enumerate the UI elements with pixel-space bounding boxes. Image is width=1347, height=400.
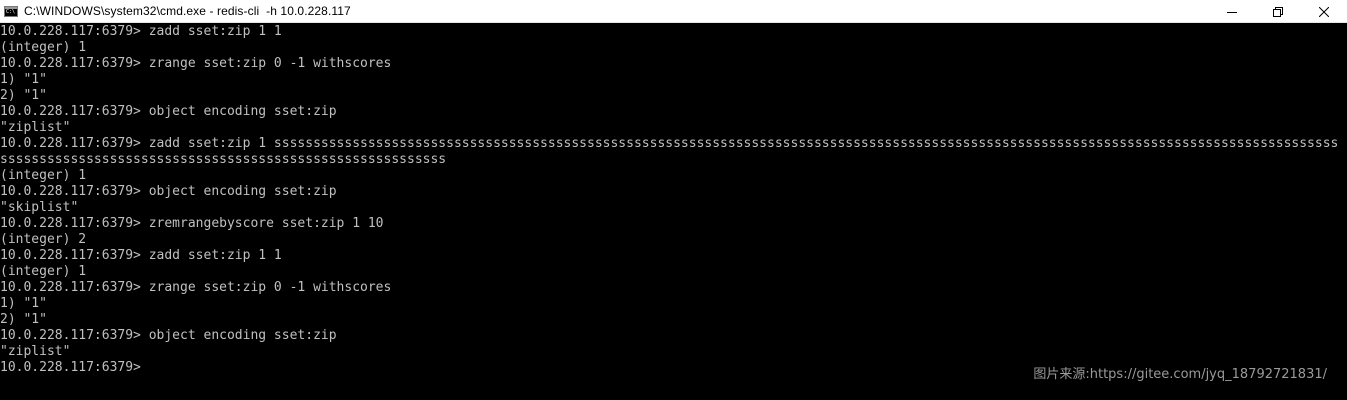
console-line: 10.0.228.117:6379> zadd sset:zip 1 sssss… — [0, 136, 1339, 151]
console-line: 10.0.228.117:6379> object encoding sset:… — [0, 104, 337, 119]
console-line: (integer) 1 — [0, 168, 87, 183]
console-line: 10.0.228.117:6379> object encoding sset:… — [0, 328, 337, 343]
minimize-button[interactable] — [1209, 0, 1255, 23]
console-line: (integer) 2 — [0, 232, 87, 247]
console-line: (integer) 1 — [0, 40, 87, 55]
console-line: 1) "1" — [0, 72, 47, 87]
close-icon — [1319, 6, 1329, 17]
title-bar[interactable]: C:\WINDOWS\system32\cmd.exe - redis-cli … — [0, 0, 1347, 23]
console-line: 1) "1" — [0, 296, 47, 311]
console-output[interactable]: 10.0.228.117:6379> zadd sset:zip 1 1 (in… — [0, 24, 1347, 400]
console-line: 10.0.228.117:6379> zremrangebyscore sset… — [0, 216, 384, 231]
console-line: 10.0.228.117:6379> zadd sset:zip 1 1 — [0, 24, 282, 39]
console-prompt[interactable]: 10.0.228.117:6379> — [0, 360, 141, 375]
console-icon — [4, 5, 18, 17]
restore-icon — [1273, 6, 1283, 17]
console-line: "ziplist" — [0, 344, 71, 359]
console-line: 10.0.228.117:6379> zadd sset:zip 1 1 — [0, 248, 282, 263]
console-line: "skiplist" — [0, 200, 79, 215]
console-line: 10.0.228.117:6379> zrange sset:zip 0 -1 … — [0, 56, 392, 71]
console-line: 2) "1" — [0, 312, 47, 327]
minimize-icon — [1227, 11, 1237, 13]
window-title: C:\WINDOWS\system32\cmd.exe - redis-cli … — [24, 4, 351, 18]
close-button[interactable] — [1301, 0, 1347, 23]
console-line: 10.0.228.117:6379> zrange sset:zip 0 -1 … — [0, 280, 392, 295]
watermark: 图片来源:https://gitee.com/jyq_18792721831/ — [1033, 367, 1327, 382]
console-line: "ziplist" — [0, 120, 71, 135]
window-controls — [1209, 0, 1347, 23]
console-line: 2) "1" — [0, 88, 47, 103]
console-line: (integer) 1 — [0, 264, 87, 279]
console-line: 10.0.228.117:6379> object encoding sset:… — [0, 184, 337, 199]
maximize-button[interactable] — [1255, 0, 1301, 23]
console-line: ssssssssssssssssssssssssssssssssssssssss… — [0, 152, 447, 167]
